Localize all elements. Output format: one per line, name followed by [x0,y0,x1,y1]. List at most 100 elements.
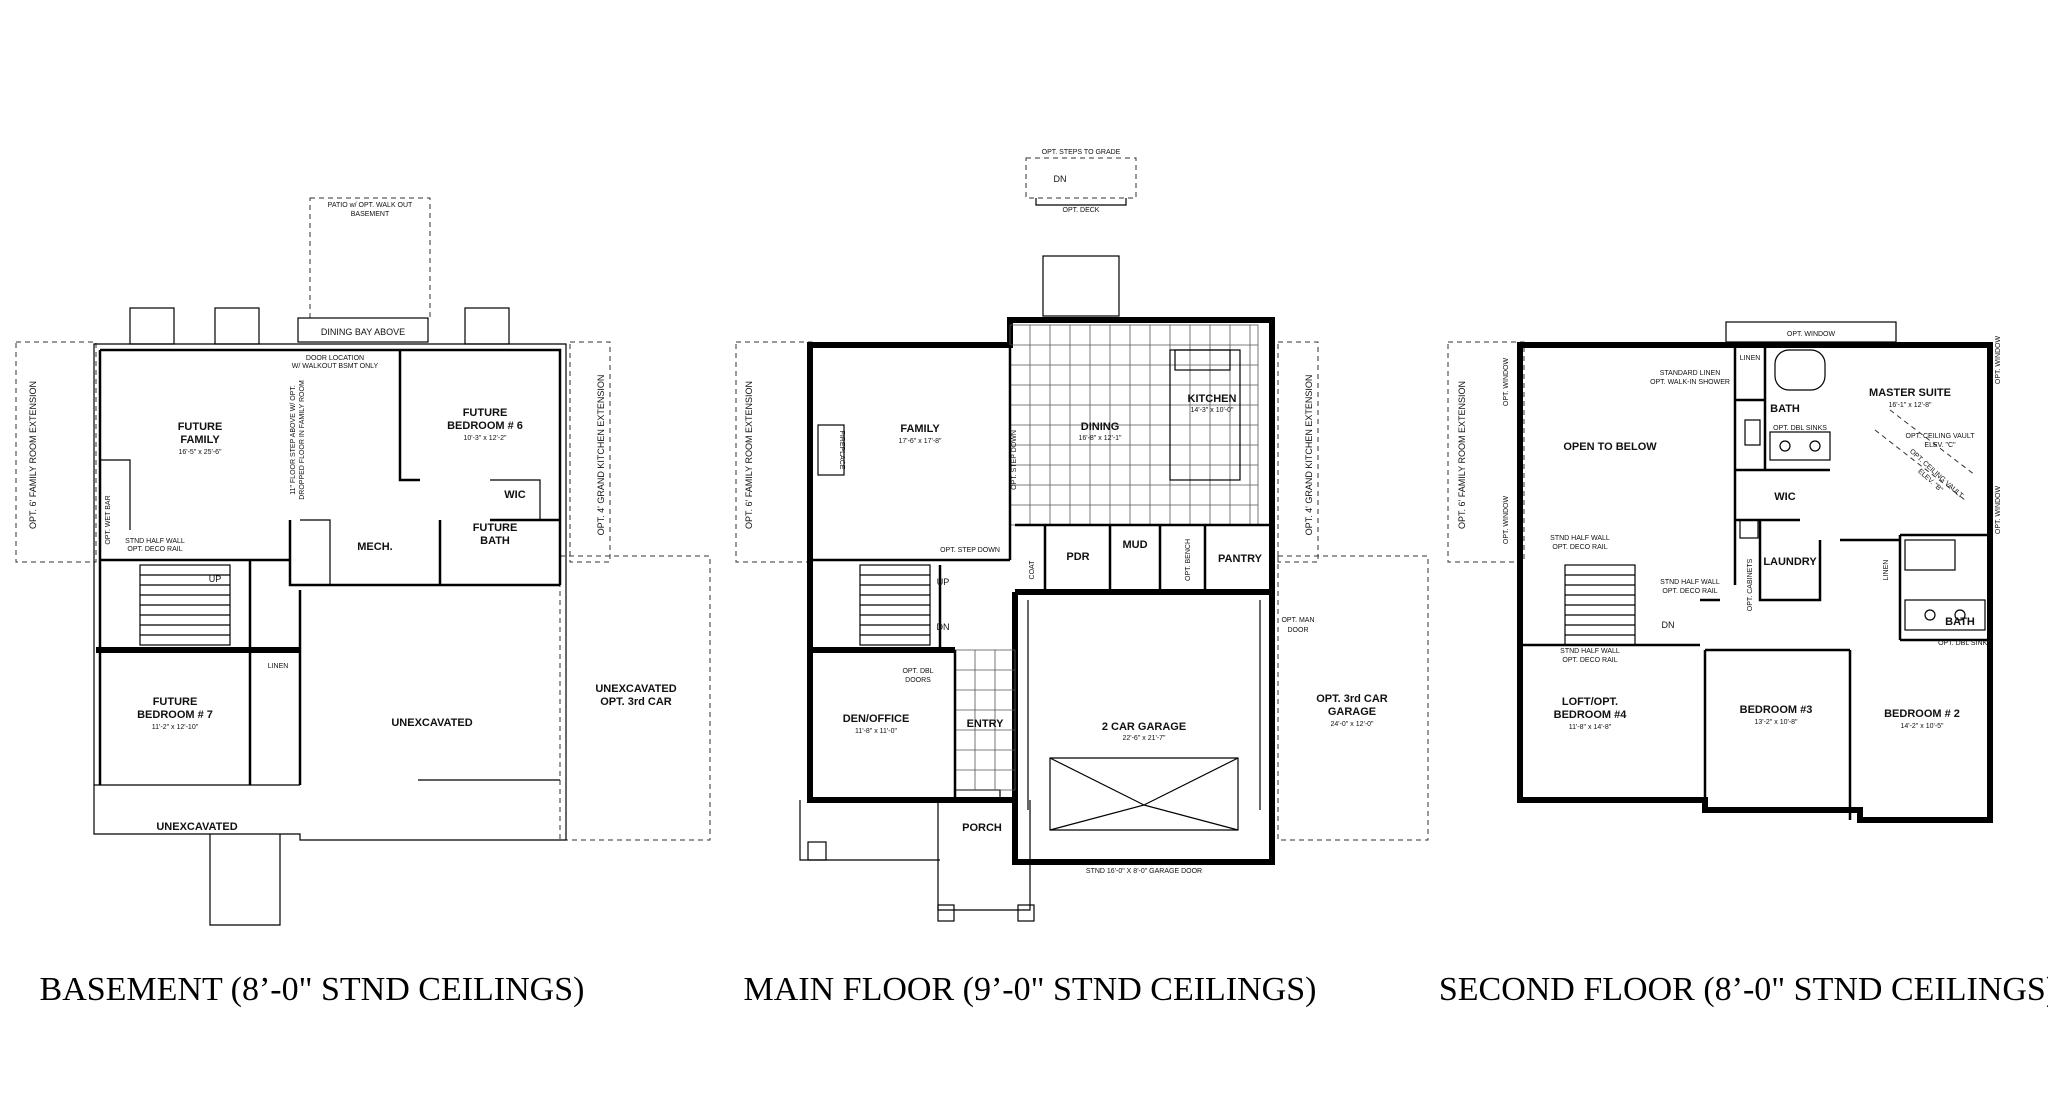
second-vault-c-1: OPT. CEILING VAULT [1906,433,1976,440]
main-garage-door: STND 16'-0" X 8'-0" GARAGE DOOR [1086,868,1202,875]
basement-bed6-1: FUTURE [463,407,508,419]
second-family-ext: OPT. 6' FAMILY ROOM EXTENSION [1457,381,1467,529]
basement-third-car-2: OPT. 3rd CAR [600,696,672,708]
basement-floor-step-2: DROPPED FLOOR IN FAMILY ROOM [299,380,306,500]
main-dbl-doors-1: OPT. DBL [902,668,933,675]
second-bedroom-3-dim: 13'-2" x 10'-8" [1754,719,1798,726]
second-std-linen-2: OPT. WALK-IN SHOWER [1650,379,1730,386]
second-bedroom-3: BEDROOM #3 [1740,704,1813,716]
second-half-wall-2b: OPT. DECO RAIL [1662,588,1717,595]
main-garage3-dim: 24'-0" x 12'-0" [1330,721,1374,728]
main-up: UP [937,577,950,587]
main-steps-to-grade: OPT. STEPS TO GRADE [1042,149,1121,156]
second-vault-c-2: ELEV. "C" [1924,442,1956,449]
basement-wic: WIC [504,489,525,501]
main-kitchen: KITCHEN [1188,393,1237,405]
main-entry: ENTRY [967,718,1005,730]
basement-mech: MECH. [357,541,392,553]
basement-unexcavated-main: UNEXCAVATED [391,717,472,729]
basement-caption: BASEMENT (8’-0" STND CEILINGS) [40,971,585,1008]
basement-bed7-dim: 11'-2" x 12'-10" [152,724,199,731]
basement-unexcavated-small: UNEXCAVATED [156,821,237,833]
main-deck-dn: DN [1054,174,1067,184]
basement-stairs [139,564,231,646]
second-half-wall-3a: STND HALF WALL [1560,648,1620,655]
main-fireplace: FIREPLACE [838,431,845,470]
main-den-dim: 11'-8" x 11'-0" [855,728,898,735]
basement-patio-line1: PATIO w/ OPT. WALK OUT [328,202,413,209]
basement-family-2: FAMILY [180,434,220,446]
main-dining: DINING [1081,421,1120,433]
second-dbl-sinks-master: OPT. DBL SINKS [1773,425,1827,432]
second-floor-plan: OPT. WINDOW OPT. 6' FAMILY ROOM EXTENSIO… [1439,321,2048,1008]
basement-family-dim: 16'-5" x 25'-6" [178,449,222,456]
basement-bed7-1: FUTURE [153,696,198,708]
basement-door-note-1: DOOR LOCATION [306,355,364,362]
basement-plan: PATIO w/ OPT. WALK OUT BASEMENT DINING B… [15,197,711,1008]
second-loft-1: LOFT/OPT. [1562,696,1618,708]
second-half-wall-1a: STND HALF WALL [1550,535,1610,542]
main-coat: COAT [1029,560,1036,580]
main-family: FAMILY [900,423,940,435]
basement-third-car-1: UNEXCAVATED [595,683,676,695]
basement-bed7-2: BEDROOM # 7 [137,709,213,721]
second-window-top: OPT. WINDOW [1787,331,1836,338]
main-dn: DN [937,622,950,632]
main-step-down-horizontal: OPT. STEP DOWN [940,547,1000,554]
second-dn: DN [1662,620,1675,630]
main-man-door-2: DOOR [1288,627,1309,634]
second-window-l2: OPT. WINDOW [1503,495,1510,544]
main-dbl-doors-2: DOORS [905,677,931,684]
main-garage-dim: 22'-6" x 21'-7" [1122,735,1166,742]
main-family-dim: 17'-6" x 17'-8" [898,438,942,445]
second-bath-2: BATH [1945,616,1975,628]
second-bath-master: BATH [1770,403,1800,415]
second-bedroom-2: BEDROOM # 2 [1884,708,1960,720]
basement-bed6-2: BEDROOM # 6 [447,420,523,432]
second-linen-top: LINEN [1740,355,1761,362]
second-vault-b-1: OPT. CEILING VAULT [1908,448,1964,500]
main-floor-plan: OPT. STEPS TO GRADE DN OPT. DECK OPT. 6'… [735,149,1429,1008]
main-step-down-vertical: OPT. STEP DOWN [1011,430,1018,490]
second-wic: WIC [1774,491,1795,503]
basement-patio-line2: BASEMENT [351,211,390,218]
basement-half-wall-1: STND HALF WALL [125,538,185,545]
second-std-linen-1: STANDARD LINEN [1660,370,1721,377]
basement-family-ext: OPT. 6' FAMILY ROOM EXTENSION [28,381,38,529]
basement-door-note-2: W/ WALKOUT BSMT ONLY [292,363,379,370]
basement-dining-bay: DINING BAY ABOVE [321,327,405,337]
main-caption: MAIN FLOOR (9’-0" STND CEILINGS) [744,971,1317,1008]
main-garage: 2 CAR GARAGE [1102,721,1186,733]
main-stairs [859,564,931,646]
basement-bath-2: BATH [480,535,510,547]
second-window-l1: OPT. WINDOW [1503,357,1510,406]
main-deck-label: OPT. DECK [1063,207,1100,214]
basement-wet-bar: OPT. WET BAR [105,495,112,544]
second-loft-2: BEDROOM #4 [1554,709,1628,721]
basement-kitchen-ext: OPT. 4' GRAND KITCHEN EXTENSION [596,375,606,536]
second-stairs [1564,564,1636,646]
main-dining-dim: 16'-8" x 12'-1" [1078,435,1122,442]
basement-half-wall-2: OPT. DECO RAIL [127,546,182,553]
second-linen-mid: LINEN [1883,560,1890,581]
main-porch: PORCH [962,822,1002,834]
main-pantry: PANTRY [1218,553,1263,565]
second-window-r1: OPT. WINDOW [1995,335,2002,384]
basement-floor-step-1: 11" FLOOR STEP ABOVE W/ OPT. [290,385,297,495]
second-half-wall-1b: OPT. DECO RAIL [1552,544,1607,551]
second-window-r2: OPT. WINDOW [1995,485,2002,534]
second-laundry: LAUNDRY [1763,556,1817,568]
main-bench: OPT. BENCH [1185,539,1192,581]
main-family-ext: OPT. 6' FAMILY ROOM EXTENSION [744,381,754,529]
second-open-below: OPEN TO BELOW [1563,441,1657,453]
main-pdr: PDR [1066,551,1089,563]
second-bedroom-2-dim: 14'-2" x 10'-5" [1900,723,1944,730]
second-half-wall-3b: OPT. DECO RAIL [1562,657,1617,664]
basement-bed6-dim: 10'-3" x 12'-2" [463,435,507,442]
basement-up: UP [209,574,222,584]
second-opt-cabinets: OPT. CABINETS [1747,558,1754,611]
main-mud: MUD [1122,539,1147,551]
basement-bath-1: FUTURE [473,522,518,534]
basement-linen: LINEN [268,663,289,670]
